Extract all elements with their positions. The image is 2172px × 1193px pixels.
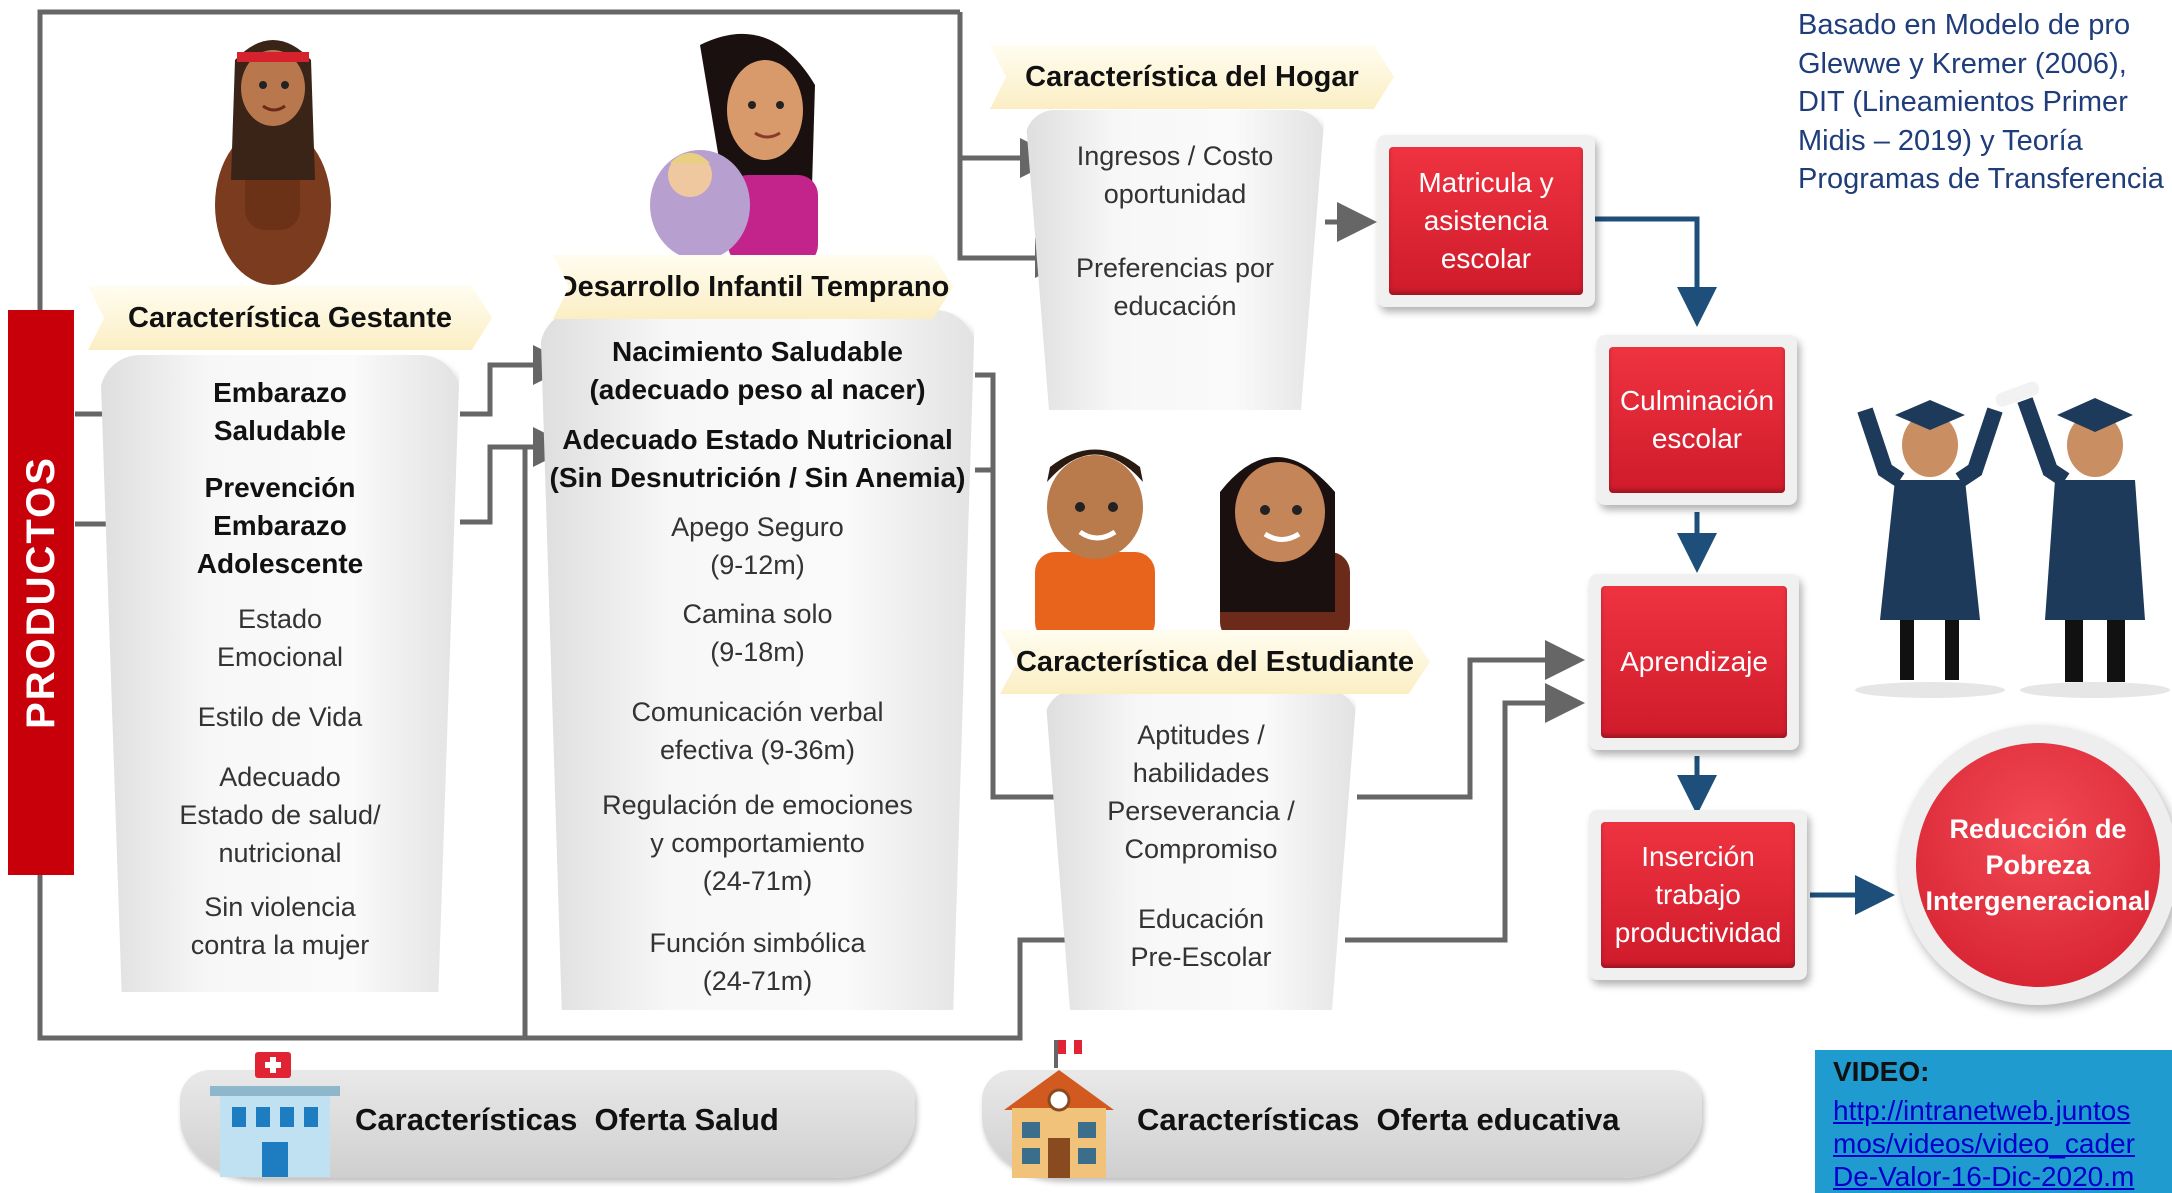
source-note-line: Glewwe y Kremer (2006),	[1798, 47, 2127, 80]
reduccion-inner: Reducción de Pobreza Intergeneracional	[1916, 743, 2160, 987]
dit-item-nutricional: Adecuado Estado Nutricional (Sin Desnutr…	[549, 424, 966, 493]
insercion-label: Inserción trabajo productividad	[1601, 822, 1795, 968]
dit-panel	[540, 310, 975, 1010]
estudiante-item-aptitudes: Aptitudes / habilidades Perseverancia / …	[1107, 720, 1295, 864]
reduccion-circle: Reducción de Pobreza Intergeneracional	[1898, 725, 2172, 1005]
oferta-salud-label: Características Oferta Salud	[355, 1102, 779, 1137]
video-box: VIDEO: http://intranetweb.juntos mos/vid…	[1815, 1050, 2172, 1193]
dit-item-comunicacion: Comunicación verbal efectiva (9-36m)	[631, 697, 884, 765]
dit-item-camina: Camina solo (9-18m)	[682, 599, 833, 667]
oferta-educativa-label: Características Oferta educativa	[1137, 1102, 1620, 1137]
matricula-label: Matricula y asistencia escolar	[1389, 147, 1583, 295]
graduates-illustration	[1855, 381, 2170, 698]
dit-title: Desarrollo Infantil Temprano	[553, 255, 953, 319]
culminacion-label: Culminación escolar	[1609, 347, 1785, 493]
hogar-panel	[1025, 110, 1325, 410]
hogar-item-ingresos: Ingresos / Costo oportunidad	[1076, 141, 1274, 209]
video-link[interactable]: http://intranetweb.juntos mos/videos/vid…	[1833, 1094, 2135, 1193]
culminacion-box: Culminación escolar	[1597, 335, 1797, 505]
gestante-item-emocional: Estado Emocional	[216, 604, 344, 672]
mother-baby-illustration	[650, 33, 818, 265]
estudiante-panel	[1045, 690, 1357, 1010]
productos-bar: PRODUCTOS	[8, 310, 74, 875]
dit-item-regulacion: Regulación de emociones y comportamiento…	[602, 790, 913, 896]
estudiante-item-preescolar: Educación Pre-Escolar	[1130, 904, 1272, 972]
source-note: Basado en Modelo de pro Glewwe y Kremer …	[1798, 6, 2172, 199]
source-note-line: Programas de Transferencia	[1798, 163, 2164, 195]
video-label: VIDEO:	[1833, 1056, 1930, 1087]
matricula-box: Matricula y asistencia escolar	[1377, 135, 1595, 307]
gestante-item-prevencion: Prevención Embarazo Adolescente	[196, 472, 364, 579]
dit-item-apego: Apego Seguro (9-12m)	[671, 512, 844, 580]
students-illustration	[1035, 449, 1350, 632]
pregnant-woman-illustration	[215, 40, 331, 285]
source-note-line: DIT (Lineamientos Primer	[1798, 86, 2128, 118]
gestante-panel	[100, 355, 460, 992]
video-link-line: De-Valor-16-Dic-2020.m	[1833, 1161, 2135, 1192]
dit-item-funcion: Función simbólica (24-71m)	[649, 928, 866, 996]
reduccion-label: Reducción de Pobreza Intergeneracional	[1925, 814, 2151, 916]
gestante-item-estilo: Estilo de Vida	[197, 702, 363, 732]
video-link-line: mos/videos/video_cader	[1833, 1128, 2135, 1159]
gestante-title: Característica Gestante	[88, 286, 492, 350]
gestante-item-violencia: Sin violencia contra la mujer	[190, 892, 370, 960]
oferta-salud: Características Oferta Salud	[180, 1052, 915, 1178]
source-note-line: Basado en Modelo de pro	[1798, 9, 2131, 41]
oferta-educativa: Características Oferta educativa	[982, 1040, 1702, 1178]
insercion-box: Inserción trabajo productividad	[1589, 810, 1807, 980]
dit-item-nacimiento: Nacimiento Saludable (adecuado peso al n…	[589, 336, 926, 405]
gestante-item-embarazo: Embarazo Saludable	[213, 377, 347, 446]
hogar-item-preferencias: Preferencias por educación	[1075, 253, 1275, 321]
hospital-icon	[210, 1052, 340, 1177]
gestante-item-salud: Adecuado Estado de salud/ nutricional	[179, 762, 381, 868]
hogar-title: Característica del Hogar	[990, 45, 1394, 109]
school-icon	[1004, 1040, 1114, 1178]
aprendizaje-label: Aprendizaje	[1601, 586, 1787, 738]
video-link-line: http://intranetweb.juntos	[1833, 1095, 2131, 1126]
source-note-line: Midis – 2019) y Teoría	[1798, 124, 2083, 157]
aprendizaje-box: Aprendizaje	[1589, 574, 1799, 750]
productos-label: PRODUCTOS	[18, 456, 63, 729]
estudiante-title: Característica del Estudiante	[1000, 630, 1430, 694]
